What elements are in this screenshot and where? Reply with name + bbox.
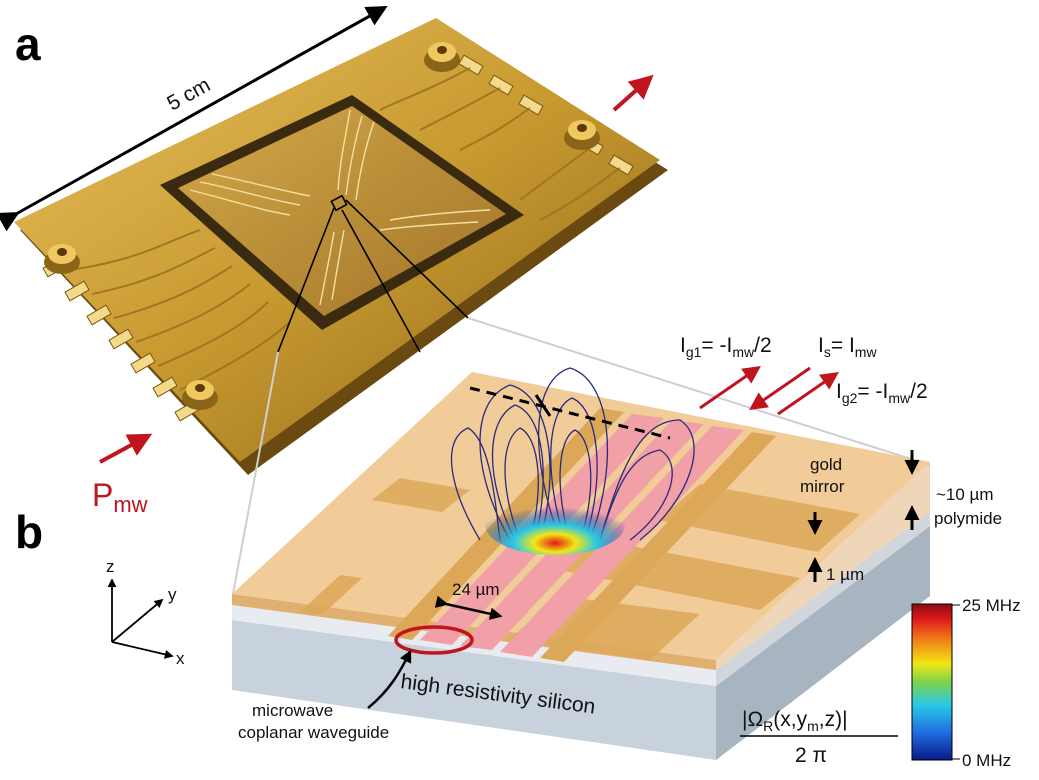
current-arrow-g2 xyxy=(777,371,839,416)
waveguide-pointer xyxy=(367,649,412,709)
formula-denominator: 2 π xyxy=(795,744,827,767)
ig1-label: Ig1= -Imw/2 xyxy=(680,334,772,360)
current-arrow-s xyxy=(749,366,811,411)
gold-mirror-side-edge xyxy=(716,462,930,670)
colorbar-max-label: 25 MHz xyxy=(962,596,1021,615)
panel-label-a: a xyxy=(15,18,41,70)
is-label: Is= Imw xyxy=(818,334,877,360)
thickness-markers xyxy=(807,450,920,582)
gold-mirror-label-2: mirror xyxy=(800,477,845,496)
waveguide-label-2: coplanar waveguide xyxy=(238,723,389,742)
ig2-label: Ig2= -Imw/2 xyxy=(836,380,928,406)
sma-connector-left xyxy=(44,244,80,274)
current-arrows xyxy=(699,365,839,416)
field-intensity-map xyxy=(485,495,625,555)
axis-x-label: x xyxy=(176,649,185,668)
panel-label-b: b xyxy=(15,506,43,558)
sma-connectors xyxy=(44,42,600,410)
axis-y-label: y xyxy=(168,585,177,604)
waveguide-label-1: microwave xyxy=(252,701,333,720)
pmw-arrow xyxy=(99,433,153,464)
colorbar-min-label: 0 MHz xyxy=(962,751,1011,770)
panel-b-stack xyxy=(232,367,930,760)
axis-z-label: z xyxy=(106,557,115,576)
polymide-label: polymide xyxy=(934,509,1002,528)
width-arrow xyxy=(434,595,503,620)
silicon-side-face xyxy=(716,526,930,760)
gold-mirror-label-1: gold xyxy=(810,455,842,474)
sma-connector-top xyxy=(424,42,460,72)
polymide-thickness-label: ~10 µm xyxy=(936,485,994,504)
waveguide-highlight xyxy=(394,625,474,655)
gold-thickness-label: 1 µm xyxy=(826,565,864,584)
polymide-side-face xyxy=(716,512,930,686)
size-arrow xyxy=(0,5,388,232)
colorbar xyxy=(911,603,953,761)
coordinate-axes xyxy=(107,578,174,659)
sma-connector-right xyxy=(564,120,600,150)
width-label: 24 µm xyxy=(452,580,500,599)
zoom-frame xyxy=(232,317,931,595)
pmw-label: Pmw xyxy=(92,477,148,517)
silicon-front-face xyxy=(232,620,716,760)
output-arrow xyxy=(612,74,654,112)
current-arrow-g1 xyxy=(699,365,761,410)
formula-numerator: |ΩR(x,ym,z)| xyxy=(742,708,848,734)
sma-connector-bottom xyxy=(182,380,218,410)
size-label: 5 cm xyxy=(163,73,214,115)
cut-tick xyxy=(534,394,552,417)
cut-line xyxy=(469,386,671,440)
fanout-traces xyxy=(69,67,621,391)
